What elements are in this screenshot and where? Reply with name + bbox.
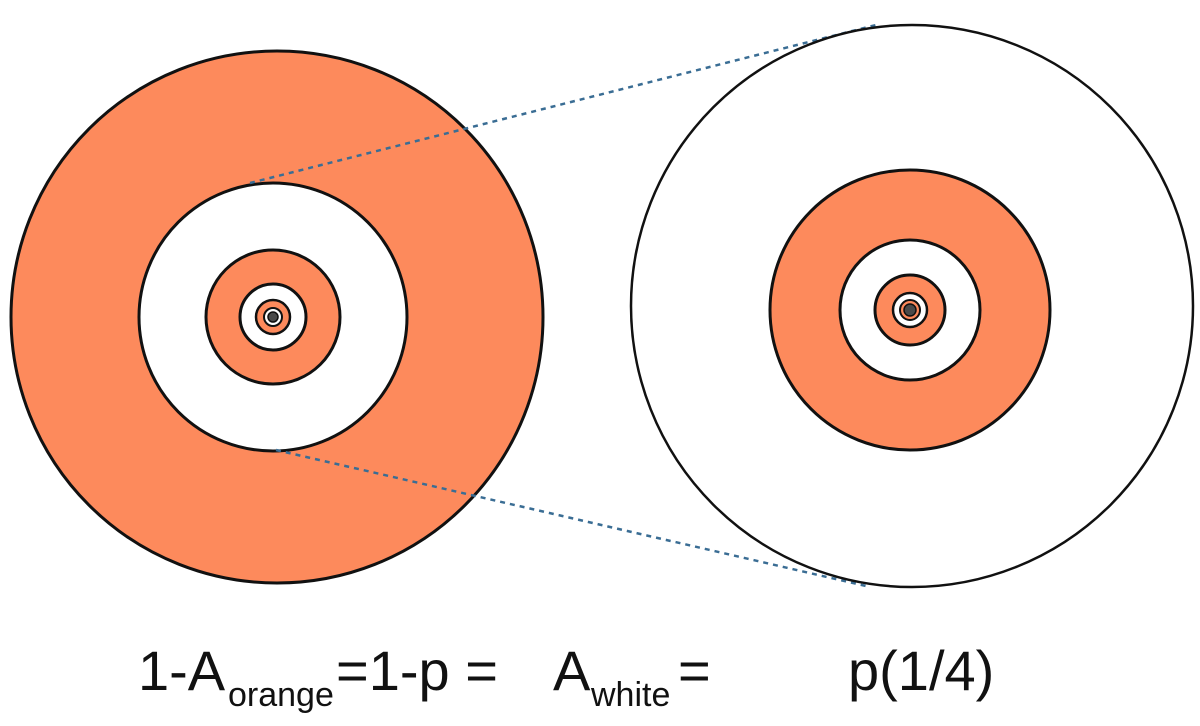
left-center-dot [267,311,279,323]
equation-term-1-main: 1-A [138,639,226,702]
zoom-connectors [249,23,877,588]
equation-term-1-subscript: orange [228,676,334,714]
zoom-connector-bottom [275,448,867,588]
equation-term-3-subscript: white [590,676,670,714]
right-center-dot [903,303,917,317]
zoom-connector-top [249,23,877,185]
equation-term-4: = [678,639,711,702]
left-nested-rings [9,49,545,585]
equation: 1-A orange =1-p = A white = p(1/4) [138,639,994,714]
right-nested-rings [629,23,1195,589]
equation-term-3-main: A [553,639,591,702]
equation-term-2: =1-p = [336,639,498,702]
equation-term-5: p(1/4) [848,639,994,702]
